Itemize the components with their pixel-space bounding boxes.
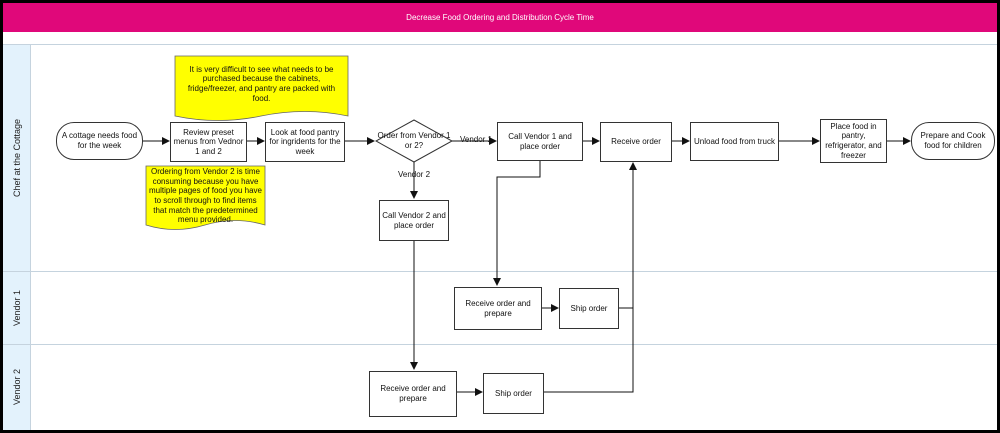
lane-label-vendor1: Vendor 1 <box>3 271 31 344</box>
process-vendor2-ship: Ship order <box>483 373 544 414</box>
decision-label: Order from Vendor 1 or 2? <box>377 131 451 150</box>
end-terminator: Prepare and Cook food for children <box>911 122 995 160</box>
process-review-menus: Review preset menus from Vednor 1 and 2 <box>170 122 247 162</box>
lane-divider <box>3 344 997 345</box>
note-shape <box>145 165 266 230</box>
process-look-pantry: Look at food pantry for ingridents for t… <box>265 122 345 162</box>
diagram-title: Decrease Food Ordering and Distribution … <box>3 3 997 32</box>
process-call-vendor2: Call Vendor 2 and place order <box>379 200 449 241</box>
process-call-vendor1: Call Vendor 1 and place order <box>497 122 583 161</box>
lane-label-chef: Chef at the Cottage <box>3 45 31 271</box>
note-pantry-visibility: It is very difficult to see what needs t… <box>187 64 336 103</box>
connector <box>619 162 637 309</box>
process-receive-order: Receive order <box>600 122 672 162</box>
lane-divider <box>3 44 997 45</box>
process-unload-food: Unload food from truck <box>690 122 779 161</box>
lane-label-vendor2: Vendor 2 <box>3 344 31 430</box>
note-vendor2-ordering: Ordering from Vendor 2 is time consuming… <box>149 167 262 225</box>
connector <box>544 308 634 393</box>
edge-label-vendor2: Vendor 2 <box>397 170 431 179</box>
diagram-canvas: Decrease Food Ordering and Distribution … <box>3 3 997 430</box>
connector-layer <box>143 55 911 396</box>
process-vendor2-receive: Receive order and prepare <box>369 371 457 417</box>
note-shape <box>174 55 349 121</box>
start-terminator: A cottage needs food for the week <box>56 122 143 160</box>
lane-divider <box>3 271 997 272</box>
process-vendor1-ship: Ship order <box>559 288 619 329</box>
edge-label-vendor1: Vendor 1 <box>459 135 493 144</box>
connector <box>493 160 541 286</box>
process-place-food: Place food in pantry, refrigerator, and … <box>820 119 887 163</box>
process-vendor1-receive: Receive order and prepare <box>454 287 542 330</box>
